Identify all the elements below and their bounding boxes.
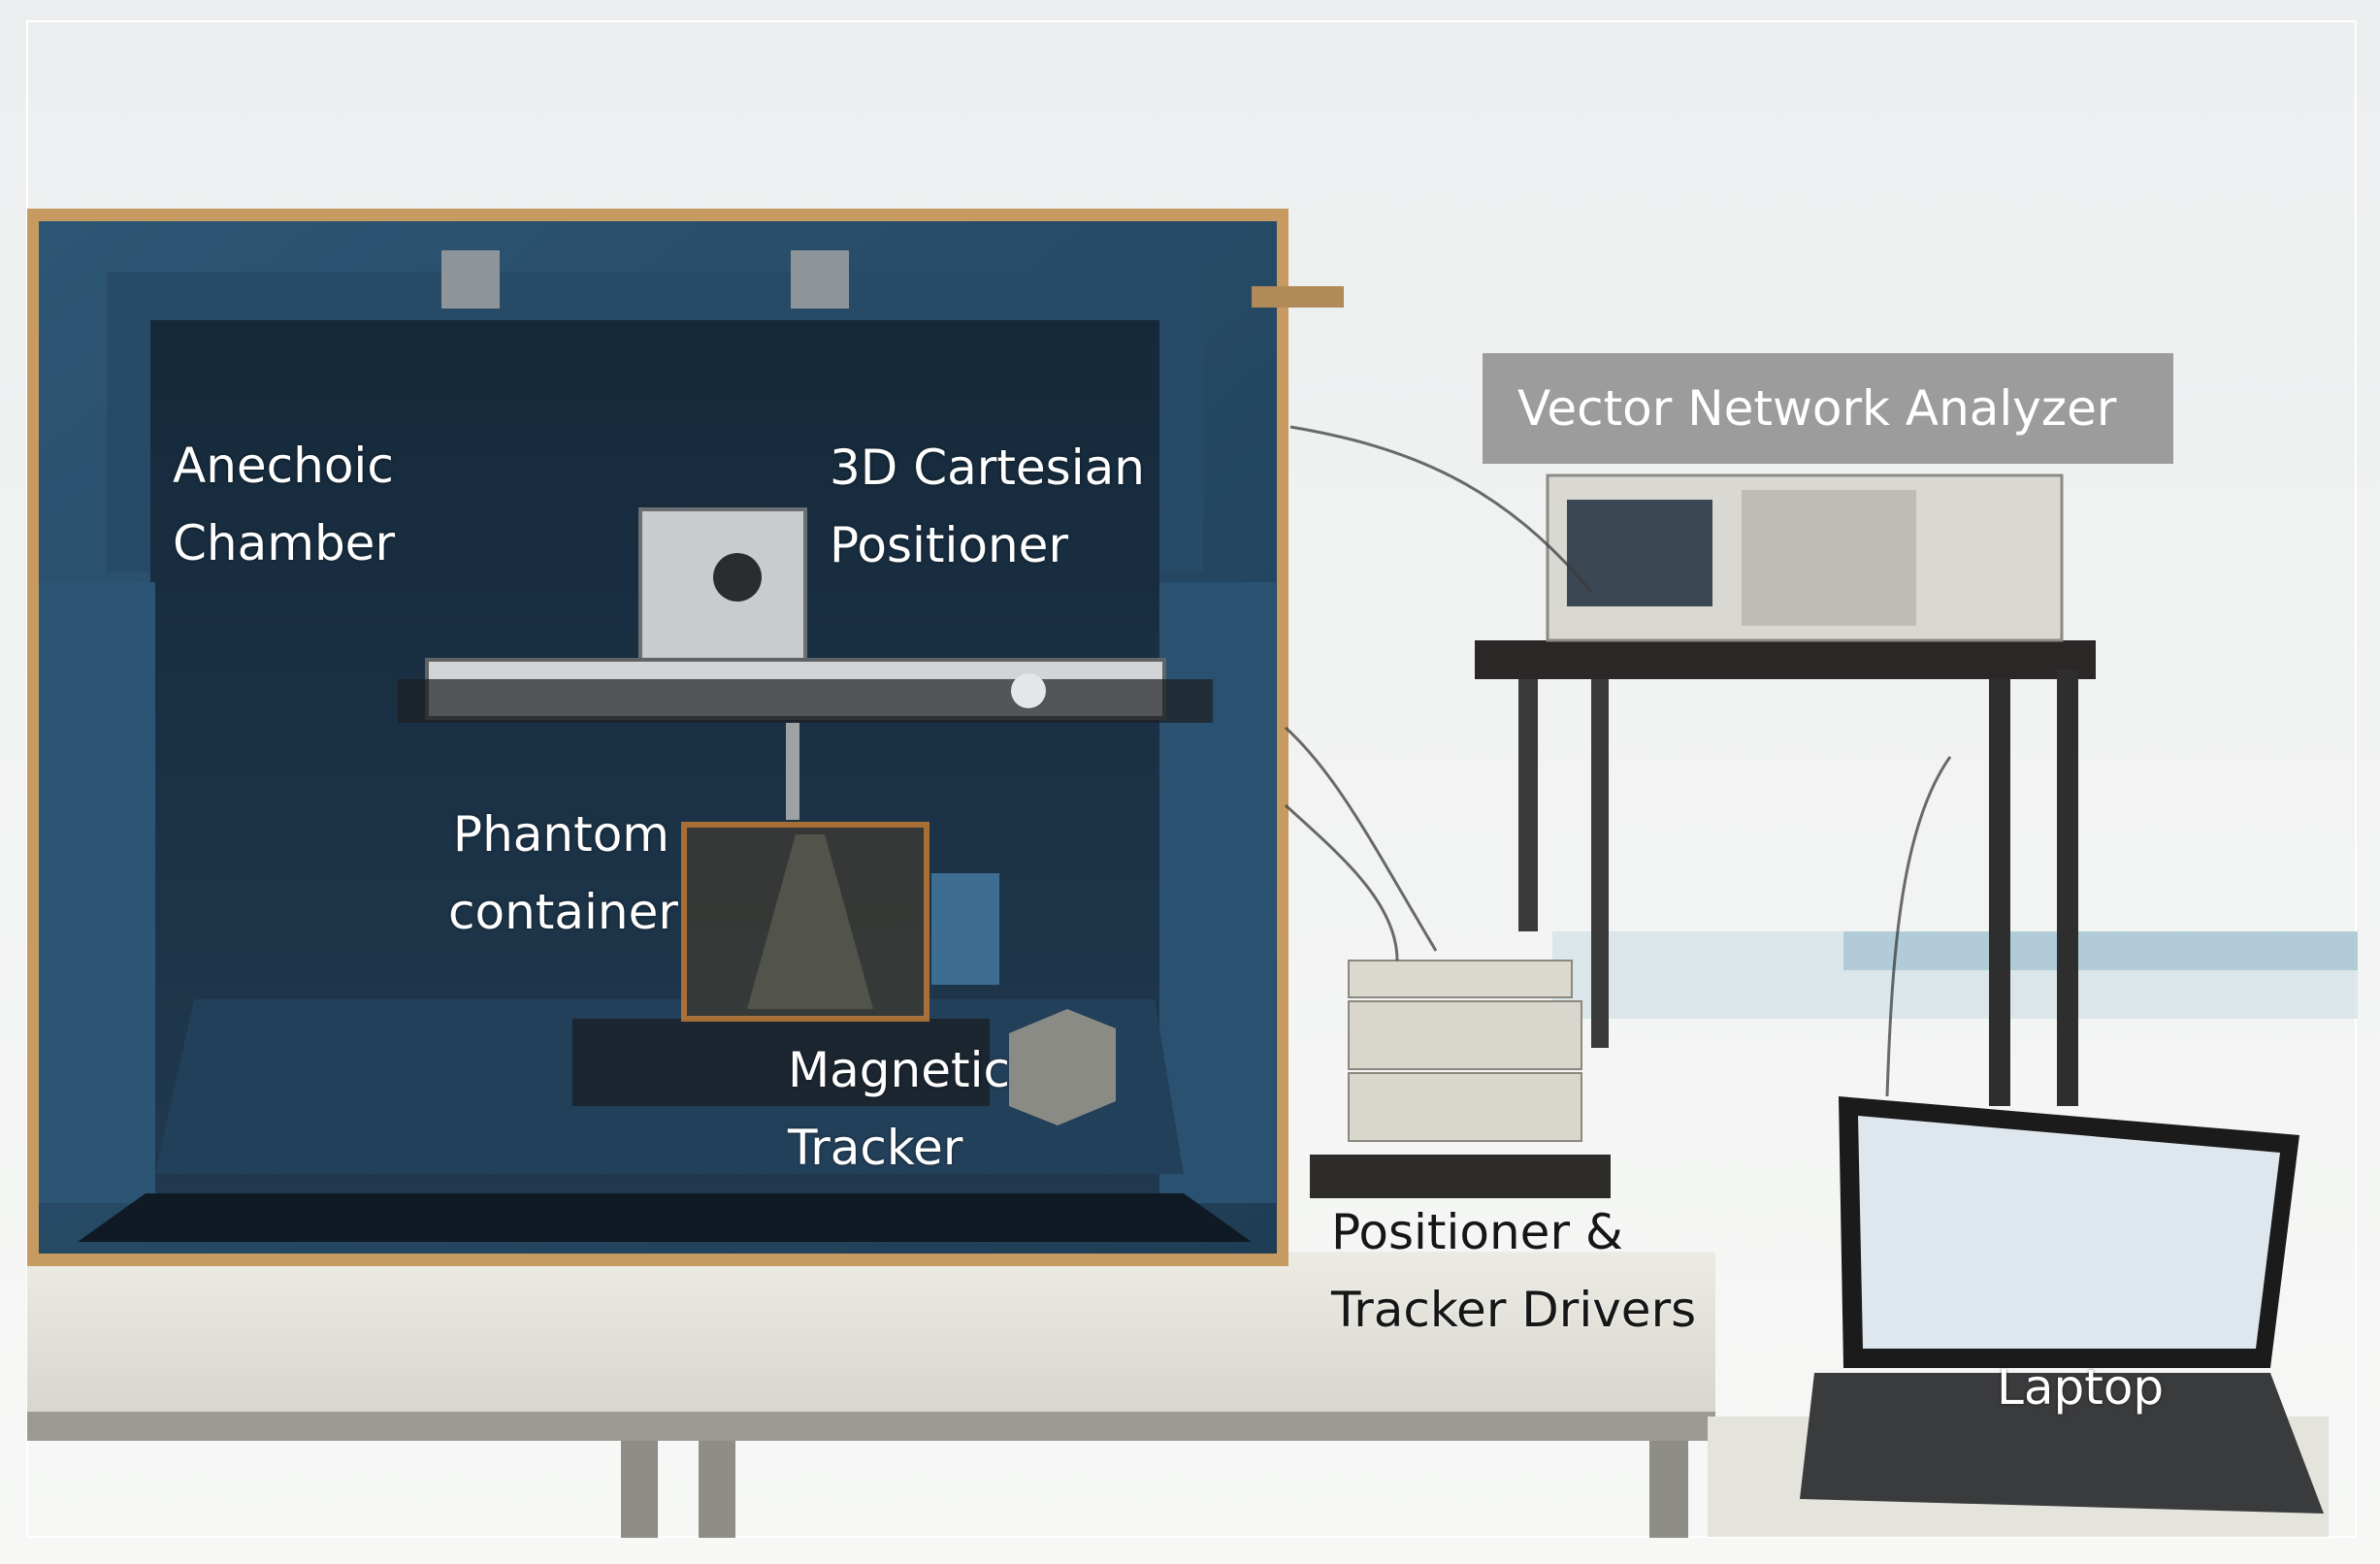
label-anechoic-chamber-line-1: Anechoic xyxy=(173,438,394,494)
label-anechoic-chamber: Anechoic Chamber xyxy=(173,427,395,582)
label-drivers: Positioner & Tracker Drivers xyxy=(1331,1193,1696,1349)
cables xyxy=(1284,425,1952,1097)
anechoic-chamber-drawing xyxy=(27,209,1344,1266)
label-phantom-container-line-1: Phantom xyxy=(452,806,669,863)
label-phantom-container: Phantom container xyxy=(448,796,678,951)
label-magnetic-tracker-line-1: Magnetic xyxy=(788,1042,1010,1098)
vna-label-box: Vector Network Analyzer xyxy=(1483,353,2173,464)
label-drivers-line-1: Positioner & xyxy=(1331,1204,1623,1260)
label-magnetic-tracker: Magnetic Tracker xyxy=(788,1031,1010,1187)
label-cartesian-positioner-line-1: 3D Cartesian xyxy=(830,440,1145,496)
label-cartesian-positioner: 3D Cartesian Positioner xyxy=(830,429,1145,584)
vna-stand-drawing xyxy=(1475,473,2096,1106)
label-anechoic-chamber-line-2: Chamber xyxy=(173,515,396,571)
positioner-drawing xyxy=(398,507,1213,820)
label-vector-network-analyzer: Vector Network Analyzer xyxy=(1517,380,2117,437)
table-top-left xyxy=(27,1252,1715,1426)
phantom-container-drawing xyxy=(572,822,999,1106)
laptop-drawing xyxy=(1800,1096,2324,1514)
table-leg-2 xyxy=(699,1441,735,1538)
table-leg-1 xyxy=(621,1441,658,1538)
label-phantom-container-line-2: container xyxy=(448,884,678,940)
label-magnetic-tracker-line-2: Tracker xyxy=(788,1120,963,1176)
magnetic-tracker-cube xyxy=(1009,1009,1116,1125)
drivers-drawing xyxy=(1310,960,1611,1198)
label-cartesian-positioner-line-2: Positioner xyxy=(830,517,1068,573)
label-drivers-line-2: Tracker Drivers xyxy=(1331,1282,1697,1338)
window-strip-blue xyxy=(1843,931,2358,970)
table-leg-3 xyxy=(1649,1441,1688,1538)
label-laptop: Laptop xyxy=(1997,1359,2165,1416)
table-edge xyxy=(27,1412,1715,1441)
